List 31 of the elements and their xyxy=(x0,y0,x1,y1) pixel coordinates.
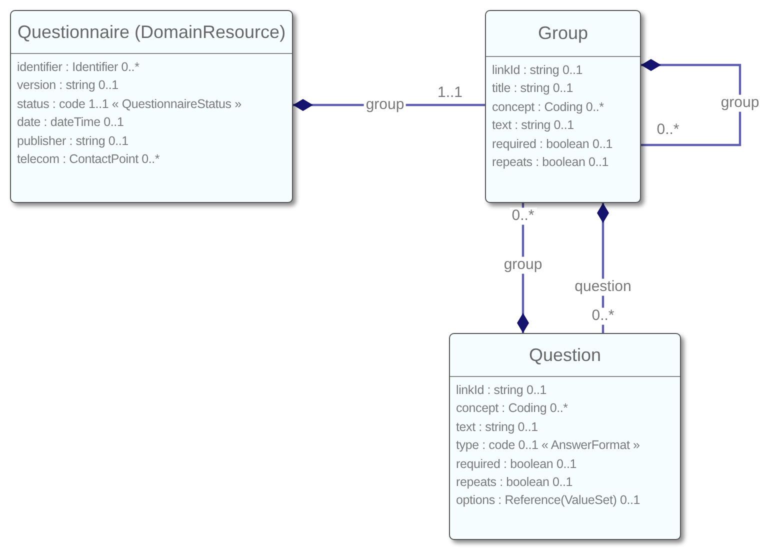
edge-label: group xyxy=(502,256,544,274)
class-box xyxy=(449,333,681,540)
attribute-text: linkId : string 0..1 xyxy=(492,62,584,79)
class-box xyxy=(485,10,641,203)
attribute-text: required : boolean 0..1 xyxy=(492,136,614,153)
multiplicity-label: 0..* xyxy=(590,308,616,324)
attribute-text: date : dateTime 0..1 xyxy=(17,114,125,132)
attribute-text: text : string 0..1 xyxy=(492,117,575,134)
attribute-text: publisher : string 0..1 xyxy=(17,132,130,150)
class-name: Group xyxy=(486,11,640,57)
attribute-text: repeats : boolean 0..1 xyxy=(492,154,610,172)
class-name: Question xyxy=(450,334,680,377)
class-name: Questionnaire (DomainResource) xyxy=(11,11,292,54)
attribute-text: repeats : boolean 0..1 xyxy=(456,474,574,492)
edge-label: group xyxy=(718,94,760,112)
attribute-text: required : boolean 0..1 xyxy=(456,456,578,473)
attribute-text: telecom : ContactPoint 0..* xyxy=(17,151,161,168)
attribute-text: concept : Coding 0..* xyxy=(492,98,605,116)
attribute-text: title : string 0..1 xyxy=(492,80,574,98)
attribute-text: identifier : Identifier 0..* xyxy=(17,59,140,76)
attribute-text: options : Reference(ValueSet) 0..1 xyxy=(456,492,642,510)
attribute-text: text : string 0..1 xyxy=(456,418,539,436)
attribute-text: status : code 1..1 « QuestionnaireStatus » xyxy=(17,96,242,113)
class-box xyxy=(10,10,293,203)
multiplicity-label: 0..* xyxy=(510,208,536,224)
composition-line xyxy=(641,59,742,146)
attribute-text: concept : Coding 0..* xyxy=(456,400,569,418)
attribute-text: type : code 0..1 « AnswerFormat » xyxy=(456,437,641,454)
attribute-text: version : string 0..1 xyxy=(17,77,120,94)
edge-label: question xyxy=(572,278,634,296)
attribute-text: linkId : string 0..1 xyxy=(456,382,548,399)
